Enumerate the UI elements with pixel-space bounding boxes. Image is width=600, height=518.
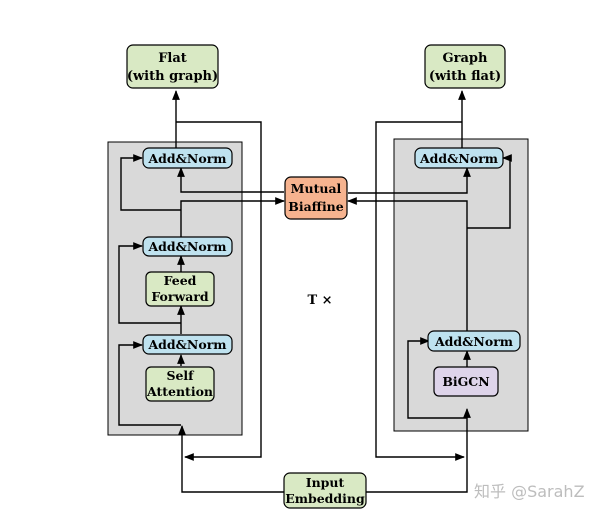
graph-output-box: Graph (with flat) — [424, 44, 506, 89]
right-addnorm-bottom-label: Add&Norm — [434, 334, 513, 349]
connections — [118, 90, 512, 493]
right-loop-line — [375, 121, 465, 461]
left-residual-top — [120, 154, 181, 211]
right-addnorm-bottom: Add&Norm — [427, 330, 521, 352]
right-residual-bottom — [407, 337, 467, 419]
self-attention-line1: Self — [166, 368, 195, 383]
left-addnorm-mid: Add&Norm — [142, 236, 233, 257]
bigcn-label: BiGCN — [442, 374, 489, 389]
feed-forward-line1: Feed — [164, 273, 197, 288]
feed-forward-box: Feed Forward — [145, 271, 215, 307]
mutual-biaffine-line1: Mutual — [291, 181, 342, 196]
right-addnorm-top: Add&Norm — [414, 147, 504, 169]
left-loop-line — [176, 121, 262, 461]
input-to-right-line — [366, 408, 471, 493]
input-embedding-line1: Input — [306, 475, 345, 490]
biaffine-to-right-addnorm — [348, 167, 471, 194]
left-addnorm-mid-label: Add&Norm — [147, 239, 226, 254]
graph-output-line1: Graph — [443, 51, 488, 66]
self-attention-line2: Attention — [146, 384, 213, 399]
right-addnorm-top-label: Add&Norm — [419, 151, 498, 166]
graph-output-line2: (with flat) — [429, 69, 501, 84]
biaffine-to-left-addnorm — [177, 167, 284, 193]
flat-output-line1: Flat — [158, 51, 187, 66]
mutual-biaffine-box: Mutual Biaffine — [284, 176, 348, 220]
input-embedding-box: Input Embedding — [283, 472, 367, 509]
left-addnorm-top: Add&Norm — [142, 147, 233, 169]
left-addnorm-top-label: Add&Norm — [147, 151, 226, 166]
right-residual-top — [467, 154, 512, 229]
left-addnorm-bottom-label: Add&Norm — [147, 337, 226, 352]
left-residual-bottom — [118, 341, 181, 426]
repeat-label: T × — [307, 293, 332, 308]
left-addnorm-bottom: Add&Norm — [142, 334, 233, 355]
feed-forward-line2: Forward — [151, 289, 209, 304]
flat-output-line2: (with graph) — [127, 69, 218, 84]
left-residual-mid — [118, 242, 181, 324]
mutual-biaffine-line2: Biaffine — [288, 199, 344, 214]
left-to-biaffine — [180, 197, 285, 237]
flat-output-box: Flat (with graph) — [126, 44, 219, 89]
self-attention-box: Self Attention — [145, 366, 215, 402]
input-embedding-line2: Embedding — [285, 491, 365, 506]
right-to-biaffine — [347, 197, 468, 331]
bigcn-box: BiGCN — [433, 366, 499, 397]
input-to-left-line — [178, 425, 284, 493]
watermark: 知乎 @SarahZ — [474, 482, 585, 501]
